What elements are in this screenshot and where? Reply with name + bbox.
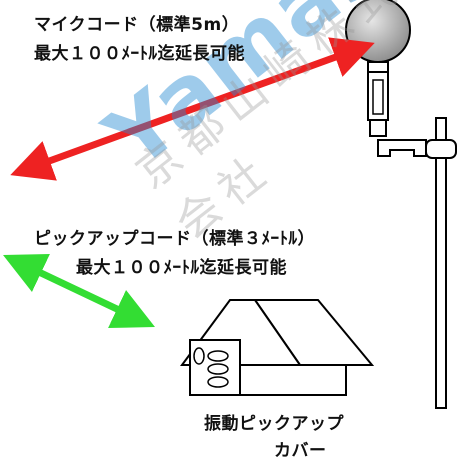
pickup-cord-extension-note: 最大１００ﾒｰﾄﾙ迄延長可能 xyxy=(76,258,287,278)
mic-cord-title: マイクコード（標準5m） xyxy=(34,15,240,35)
cover-label-line2: カバー xyxy=(274,441,327,461)
pickup-cord-title: ピックアップコード（標準３ﾒｰﾄﾙ） xyxy=(34,229,315,249)
vibration-pickup-cover xyxy=(180,299,375,396)
pickup-cord-arrow xyxy=(3,254,155,328)
mic-cord-extension-note: 最大１００ﾒｰﾄﾙ迄延長可能 xyxy=(34,44,245,64)
mic-cord-arrow xyxy=(10,37,375,181)
microphone-stand xyxy=(377,117,457,409)
microphone xyxy=(345,0,411,137)
cover-label-line1: 振動ピックアップ xyxy=(204,414,344,434)
